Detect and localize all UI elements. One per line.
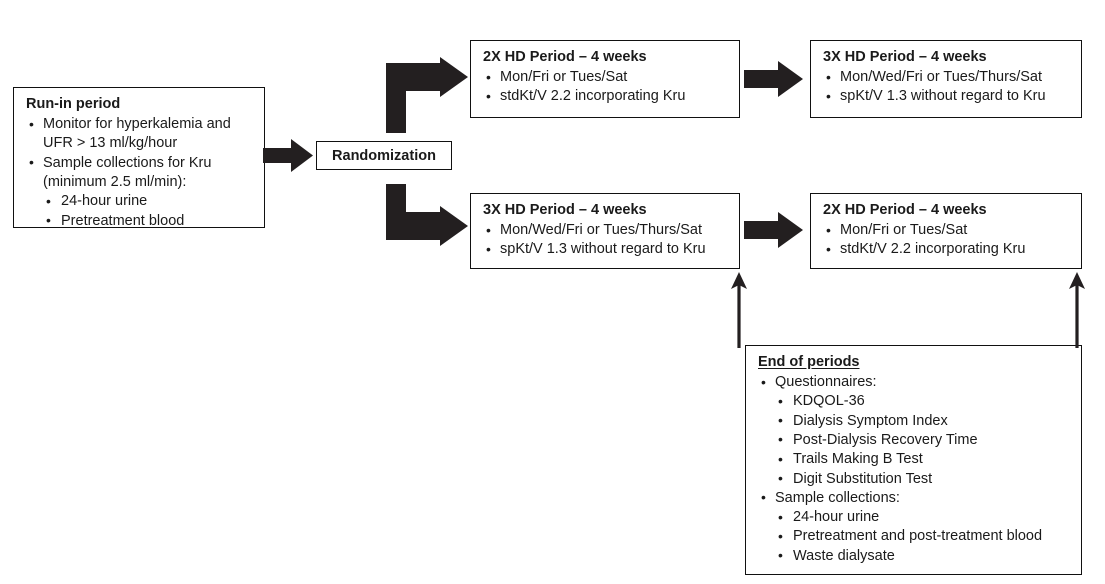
list-item-text: Questionnaires: <box>775 374 877 391</box>
box-period1-top-2x-hd: 2X HD Period – 4 weeks Mon/Fri or Tues/S… <box>470 40 740 118</box>
period1-bottom-item-list: Mon/Wed/Fri or Tues/Thurs/Sat spKt/V 1.3… <box>483 221 729 260</box>
arrow-bottom-period1-to-period2 <box>744 212 803 248</box>
list-item-text: Sample collections: <box>775 489 900 506</box>
box-run-in-period: Run-in period Monitor for hyperkalemia a… <box>13 87 265 231</box>
box-end-of-periods-title: End of periods <box>758 354 860 370</box>
list-item: 24-hour urine <box>43 192 254 211</box>
arrow-endperiods-to-bottom-period2 <box>1069 272 1085 348</box>
list-item: Post-Dialysis Recovery Time <box>775 430 1071 450</box>
list-item: Dialysis Symptom Index <box>775 411 1071 431</box>
list-item: Mon/Fri or Tues/Sat <box>483 68 729 87</box>
arrow-top-period1-to-period2 <box>744 61 803 97</box>
box-end-of-periods: End of periods Questionnaires: KDQOL-36 … <box>745 345 1082 575</box>
arrow-runin-to-randomization <box>263 139 313 172</box>
list-item-text: UFR > 13 ml/kg/hour <box>43 135 178 152</box>
box-period1-bottom-3x-hd: 3X HD Period – 4 weeks Mon/Wed/Fri or Tu… <box>470 193 740 269</box>
run-in-item-list: Monitor for hyperkalemia and UFR > 13 ml… <box>26 115 254 231</box>
list-item: Mon/Wed/Fri or Tues/Thurs/Sat <box>823 68 1071 87</box>
list-item: Mon/Fri or Tues/Sat <box>823 221 1071 240</box>
sample-collections-sublist: 24-hour urine Pretreatment and post-trea… <box>775 508 1071 566</box>
list-item: Questionnaires: KDQOL-36 Dialysis Sympto… <box>758 373 1071 489</box>
list-item: KDQOL-36 <box>775 392 1071 411</box>
arrow-endperiods-to-bottom-period1 <box>731 272 747 348</box>
box-period2-bottom-title: 2X HD Period – 4 weeks <box>823 202 987 218</box>
end-of-periods-item-list: Questionnaires: KDQOL-36 Dialysis Sympto… <box>758 373 1071 566</box>
box-period2-top-3x-hd: 3X HD Period – 4 weeks Mon/Wed/Fri or Tu… <box>810 40 1082 118</box>
list-item: Pretreatment blood <box>43 211 254 231</box>
questionnaires-sublist: KDQOL-36 Dialysis Symptom Index Post-Dia… <box>775 392 1071 488</box>
list-item: stdKt/V 2.2 incorporating Kru <box>823 240 1071 259</box>
box-period2-top-title: 3X HD Period – 4 weeks <box>823 49 987 65</box>
list-item: stdKt/V 2.2 incorporating Kru <box>483 87 729 106</box>
list-item: 24-hour urine <box>775 508 1071 527</box>
arrow-randomization-to-top <box>386 57 468 133</box>
list-item-text: Monitor for hyperkalemia and <box>43 116 231 133</box>
box-period1-bottom-title: 3X HD Period – 4 weeks <box>483 202 647 218</box>
period2-bottom-item-list: Mon/Fri or Tues/Sat stdKt/V 2.2 incorpor… <box>823 221 1071 260</box>
list-item-text: (minimum 2.5 ml/min): <box>43 173 187 190</box>
list-item: Monitor for hyperkalemia and <box>26 115 254 134</box>
arrow-randomization-to-bottom <box>386 184 468 246</box>
period2-top-item-list: Mon/Wed/Fri or Tues/Thurs/Sat spKt/V 1.3… <box>823 68 1071 107</box>
list-item: Trails Making B Test <box>775 450 1071 469</box>
list-item: Pretreatment and post-treatment blood <box>775 527 1071 546</box>
list-item: Digit Substitution Test <box>775 469 1071 489</box>
list-item: Waste dialysate <box>775 546 1071 566</box>
period1-top-item-list: Mon/Fri or Tues/Sat stdKt/V 2.2 incorpor… <box>483 68 729 107</box>
list-item-continuation: (minimum 2.5 ml/min): 24-hour urine Pret… <box>26 173 254 231</box>
list-item: Sample collections for Kru <box>26 153 254 173</box>
list-item: Sample collections: 24-hour urine Pretre… <box>758 488 1071 566</box>
list-item-text: Sample collections for Kru <box>43 154 212 171</box>
randomization-label: Randomization <box>332 147 436 164</box>
box-run-in-period-title: Run-in period <box>26 96 121 112</box>
box-period1-top-title: 2X HD Period – 4 weeks <box>483 49 647 65</box>
list-item: Mon/Wed/Fri or Tues/Thurs/Sat <box>483 221 729 240</box>
list-item: spKt/V 1.3 without regard to Kru <box>483 240 729 259</box>
box-period2-bottom-2x-hd: 2X HD Period – 4 weeks Mon/Fri or Tues/S… <box>810 193 1082 269</box>
box-randomization: Randomization <box>316 141 452 170</box>
list-item: spKt/V 1.3 without regard to Kru <box>823 87 1071 106</box>
list-item-continuation: UFR > 13 ml/kg/hour <box>26 134 254 153</box>
run-in-sample-sublist: 24-hour urine Pretreatment blood <box>43 192 254 231</box>
